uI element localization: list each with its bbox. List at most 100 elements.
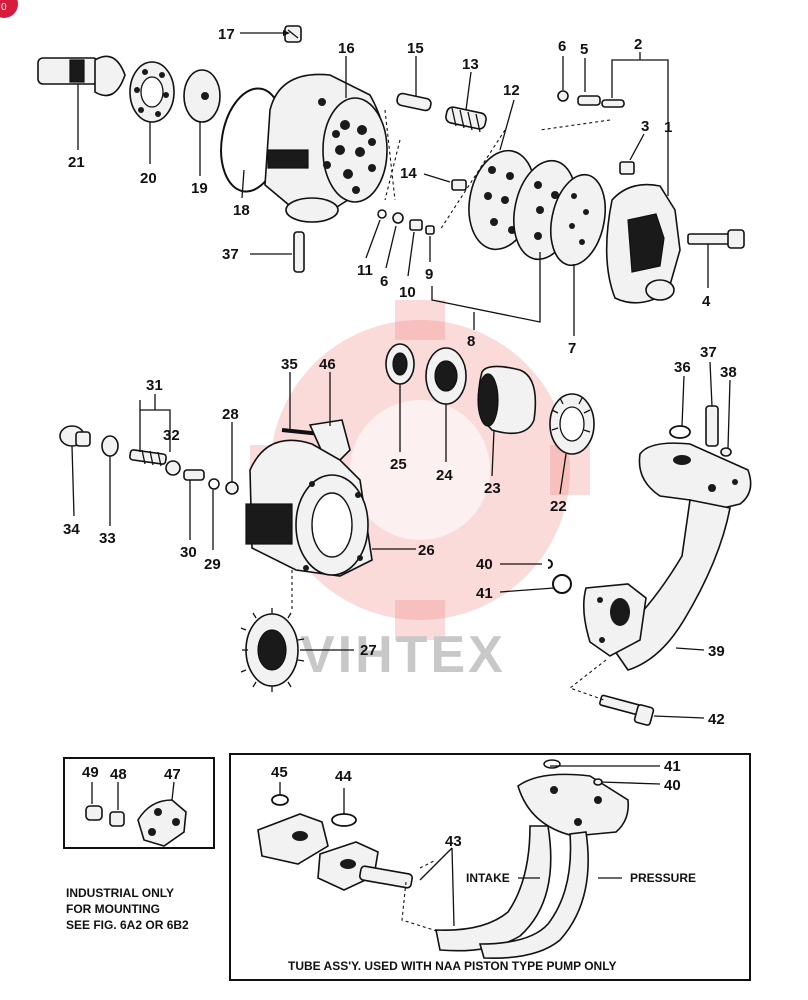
callout-15: 15: [407, 40, 424, 57]
part-31-valve-stem: [129, 449, 167, 467]
part-11-clip: [377, 209, 387, 219]
callout-47: 47: [164, 766, 181, 783]
callout-9: 9: [425, 266, 433, 283]
callout-20: 20: [140, 170, 157, 187]
callout-49: 49: [82, 764, 99, 781]
callout-27: 27: [360, 642, 377, 659]
callout-19: 19: [191, 180, 208, 197]
part-44-oring: [331, 813, 357, 827]
callout-5: 5: [580, 41, 588, 58]
part-13-spring: [445, 106, 487, 133]
part-22-roller-bearing: [549, 393, 595, 455]
part-40-clip: [547, 559, 553, 569]
part-30-fitting: [183, 469, 205, 481]
part-32-retainer: [165, 460, 181, 476]
part-27-drive-gear: [240, 608, 305, 692]
callout-46: 46: [319, 356, 336, 373]
tube-assembly-box: [229, 753, 751, 981]
part-33-washer: [101, 435, 119, 457]
corner-badge-label: 0: [1, 2, 7, 13]
callout-31: 31: [146, 377, 163, 394]
tube-intake-flange: [257, 813, 413, 891]
callout-39: 39: [708, 643, 725, 660]
industrial-inset-box: [63, 757, 215, 849]
callout-44: 44: [335, 768, 352, 785]
callout-21: 21: [68, 154, 85, 171]
callout-38: 38: [720, 364, 737, 381]
callout-37a: 37: [222, 246, 239, 263]
part-25-bearing-ring: [385, 343, 415, 385]
callout-33: 33: [99, 530, 116, 547]
part-5-screw: [577, 95, 601, 106]
callout-36: 36: [674, 359, 691, 376]
callout-8: 8: [467, 333, 475, 350]
part-20-retainer-plate: [129, 61, 175, 123]
callout-4: 4: [702, 293, 711, 310]
callout-32: 32: [163, 427, 180, 444]
callout-29: 29: [204, 556, 221, 573]
callout-3: 3: [641, 118, 649, 135]
tube-pressure-intake-pipes: [435, 773, 630, 959]
callout-35: 35: [281, 356, 298, 373]
callout-6a: 6: [558, 38, 566, 55]
part-24-bearing: [425, 347, 467, 405]
callout-2: 2: [634, 36, 642, 53]
part-37-stud-right: [705, 405, 719, 447]
part-6-ball-lower: [392, 212, 404, 224]
part-23-sleeve: [477, 365, 537, 435]
part-21-drive-shaft: [37, 55, 126, 97]
part-48-bushing: [109, 811, 125, 827]
callout-11: 11: [357, 262, 373, 279]
pressure-label: PRESSURE: [630, 871, 696, 885]
callout-37b: 37: [700, 344, 717, 361]
callout-6b: 6: [380, 273, 388, 290]
callout-14: 14: [400, 165, 417, 182]
callout-12: 12: [503, 82, 520, 99]
part-26-gear-housing: [245, 439, 373, 577]
callout-43: 43: [445, 833, 462, 850]
industrial-note-line-2: FOR MOUNTING: [66, 902, 160, 916]
callout-23: 23: [484, 480, 501, 497]
callout-30: 30: [180, 544, 197, 561]
part-2-pin: [601, 99, 625, 108]
callout-7: 7: [568, 340, 576, 357]
part-14-small-bolt: [451, 179, 467, 191]
part-38-washer: [720, 447, 732, 457]
part-10-spring-small: [409, 219, 423, 231]
watermark-text: VIHTEX: [300, 626, 506, 684]
part-29-ring: [208, 478, 220, 490]
part-28-washer: [225, 481, 239, 495]
part-34-plug-fitting: [59, 425, 91, 447]
part-45-oring: [271, 794, 289, 806]
callout-26: 26: [418, 542, 435, 559]
part-6-ball-upper: [557, 90, 569, 102]
part-7-disc: [550, 173, 606, 267]
part-49-fitting: [85, 805, 103, 821]
industrial-note-line-3: SEE FIG. 6A2 OR 6B2: [66, 918, 189, 932]
part-39-oil-tube: [582, 442, 752, 671]
part-36-oring: [669, 425, 691, 439]
callout-24: 24: [436, 467, 453, 484]
callout-17: 17: [218, 26, 235, 43]
part-19-cover-disc: [183, 69, 221, 123]
intake-label: INTAKE: [466, 871, 510, 885]
part-42-bolt: [599, 694, 655, 726]
part-16-pump-body: [264, 73, 388, 223]
callout-16: 16: [338, 40, 355, 57]
tube-assembly-note: TUBE ASS'Y. USED WITH NAA PISTON TYPE PU…: [288, 959, 616, 973]
callout-45: 45: [271, 764, 288, 781]
part-37-stud-left: [293, 231, 305, 273]
part-15-pin: [396, 92, 432, 112]
part-4-bolt: [687, 229, 745, 249]
callout-18: 18: [233, 202, 250, 219]
part-47-mount-plate: [137, 799, 187, 847]
callout-25: 25: [390, 456, 407, 473]
callout-13: 13: [462, 56, 479, 73]
callout-41a: 41: [476, 585, 493, 602]
part-9-cap: [425, 225, 435, 235]
callout-34: 34: [63, 521, 80, 538]
corner-badge: [0, 0, 18, 18]
callout-40b: 40: [664, 777, 681, 794]
part-3-plug: [619, 161, 635, 175]
